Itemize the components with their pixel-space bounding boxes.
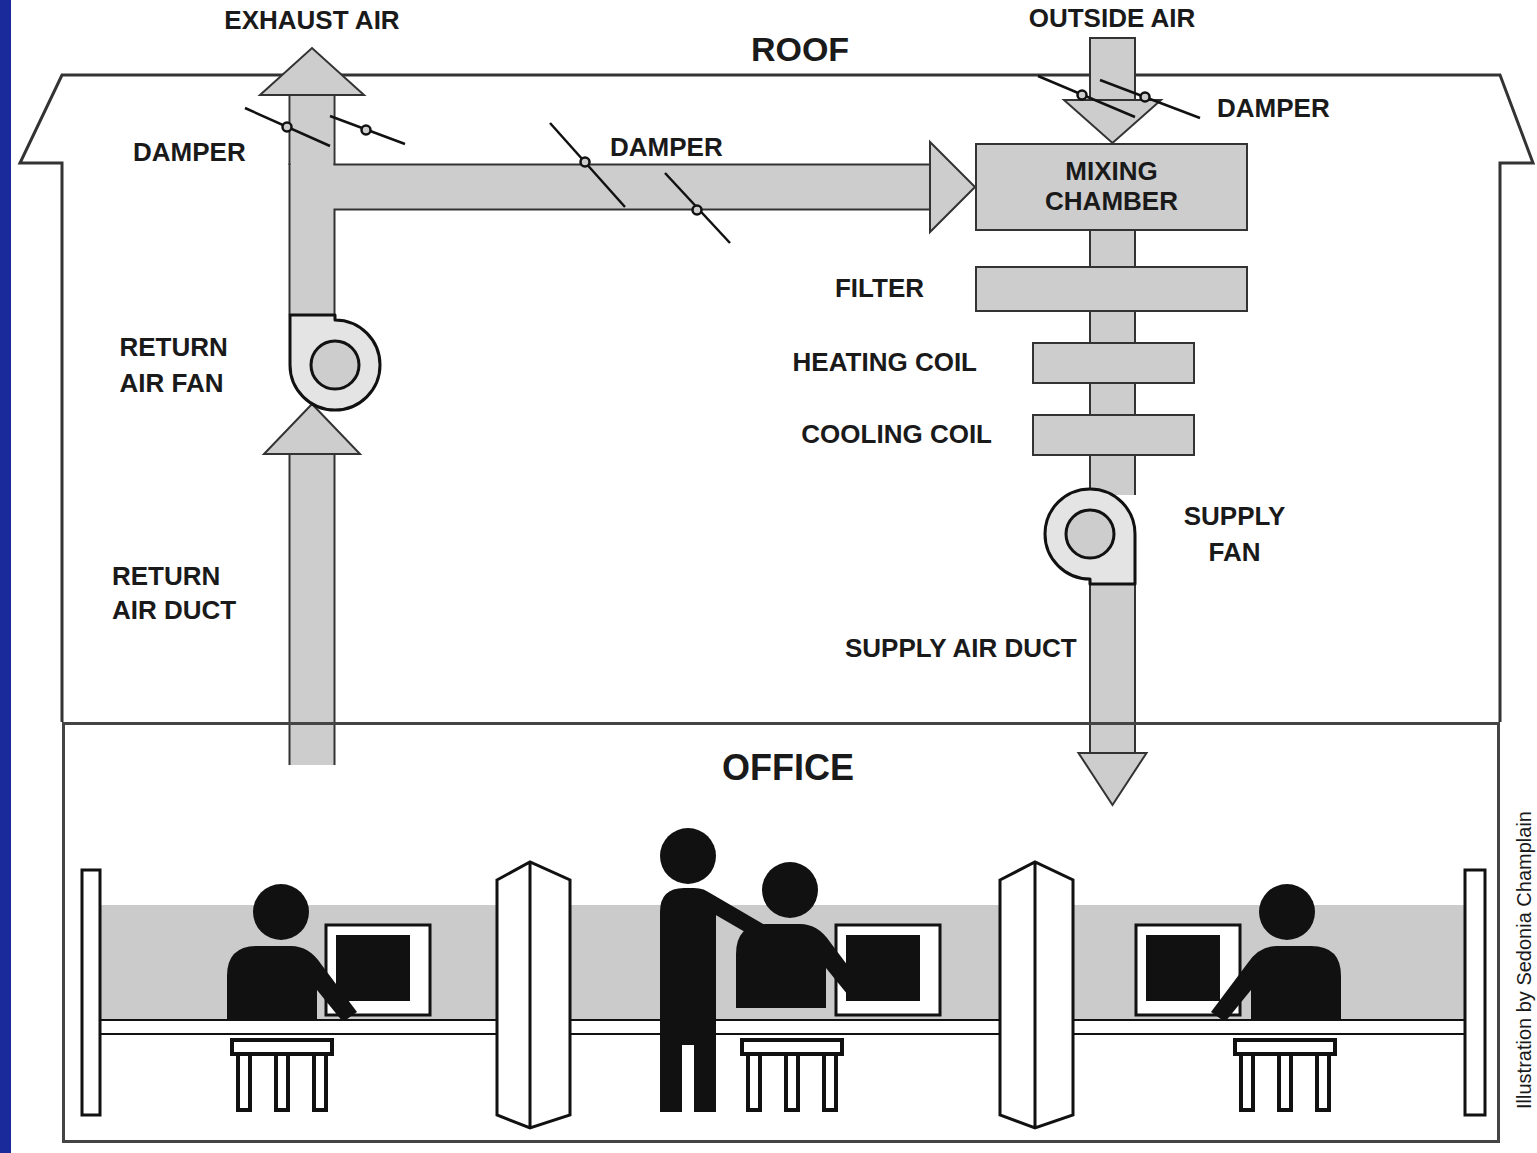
damper-symbol [1038, 76, 1200, 118]
fan-housing [285, 315, 385, 415]
air-duct [1112, 384, 1113, 414]
damper-label: DAMPER [610, 133, 723, 163]
part-label: SUPPLY FAN [1180, 498, 1290, 571]
duct-arrowhead [1079, 753, 1147, 805]
duct-fill [291, 454, 334, 765]
cubicle-panel [497, 862, 570, 1128]
air-duct [1112, 231, 1113, 266]
area-label: ROOF [751, 30, 849, 69]
air-duct [1112, 312, 1113, 342]
damper-label: DAMPER [133, 138, 246, 168]
duct-fill [1091, 584, 1134, 753]
flow-label: OUTSIDE AIR [1029, 4, 1196, 34]
air-duct [312, 142, 975, 315]
air-duct [264, 404, 360, 765]
supply-fan: SUPPLY FAN [1040, 484, 1140, 584]
duct-outline [289, 454, 336, 765]
office-chair [1235, 1040, 1335, 1110]
damper-symbol [245, 108, 405, 146]
duct-arrowhead [930, 142, 975, 232]
cubicle-panel [1465, 870, 1485, 1115]
box-label: MIXING CHAMBER [1032, 157, 1192, 217]
fan-housing [1040, 484, 1140, 584]
duct-outline [1089, 231, 1136, 266]
part-label: COOLING COIL [801, 420, 992, 450]
heating-coil: HEATING COIL [1032, 342, 1195, 384]
damper-label: DAMPER [1217, 94, 1330, 124]
duct-outline [1089, 384, 1136, 414]
duct-outline [1089, 584, 1136, 753]
computer-monitor [836, 925, 940, 1015]
seated-person [227, 884, 357, 1030]
outside-air-duct [1064, 38, 1161, 143]
part-label: HEATING COIL [793, 348, 977, 378]
seated-person [1211, 884, 1341, 1030]
duct-fill [1091, 384, 1134, 414]
desk-top [100, 1020, 1465, 1034]
duct-outline [1089, 312, 1136, 342]
part-label: FILTER [835, 274, 924, 304]
duct-fill [1091, 312, 1134, 342]
cubicle-panel [82, 870, 100, 1115]
page-edge-band [0, 0, 11, 1153]
part-label: RETURN AIR FAN [120, 329, 240, 402]
exhaust-duct [260, 48, 364, 166]
duct-fill [312, 187, 930, 315]
mixing-chamber: MIXING CHAMBER [975, 143, 1248, 231]
building-outline [20, 75, 1533, 722]
office-chair [232, 1040, 332, 1110]
duct-arrowhead [264, 404, 360, 454]
fan-wheel [311, 341, 359, 389]
air-duct [1112, 456, 1113, 495]
duct-outline [312, 187, 930, 315]
filter-box: FILTER [975, 266, 1248, 312]
cubicle-panel [1000, 862, 1073, 1128]
duct-fill [1091, 231, 1134, 266]
cooling-coil: COOLING COIL [1032, 414, 1195, 456]
room-label: OFFICE [722, 747, 854, 788]
standing-person [660, 828, 768, 1112]
fan-wheel [1066, 510, 1114, 558]
duct-label: SUPPLY AIR DUCT [845, 634, 1077, 664]
fan-volute [290, 315, 380, 410]
duct-label: RETURN AIR DUCT [112, 560, 240, 628]
office-chair [742, 1040, 842, 1110]
office-room: OFFICE [62, 722, 1500, 1143]
damper-symbol [550, 123, 730, 243]
fan-volute [1045, 489, 1135, 584]
flow-label: EXHAUST AIR [224, 6, 399, 36]
credit-text: Illustration by Sedonia Champlain [1514, 811, 1534, 1109]
office-scene [82, 828, 1485, 1128]
return-fan: RETURN AIR FAN [285, 315, 385, 415]
air-duct [1079, 584, 1147, 805]
